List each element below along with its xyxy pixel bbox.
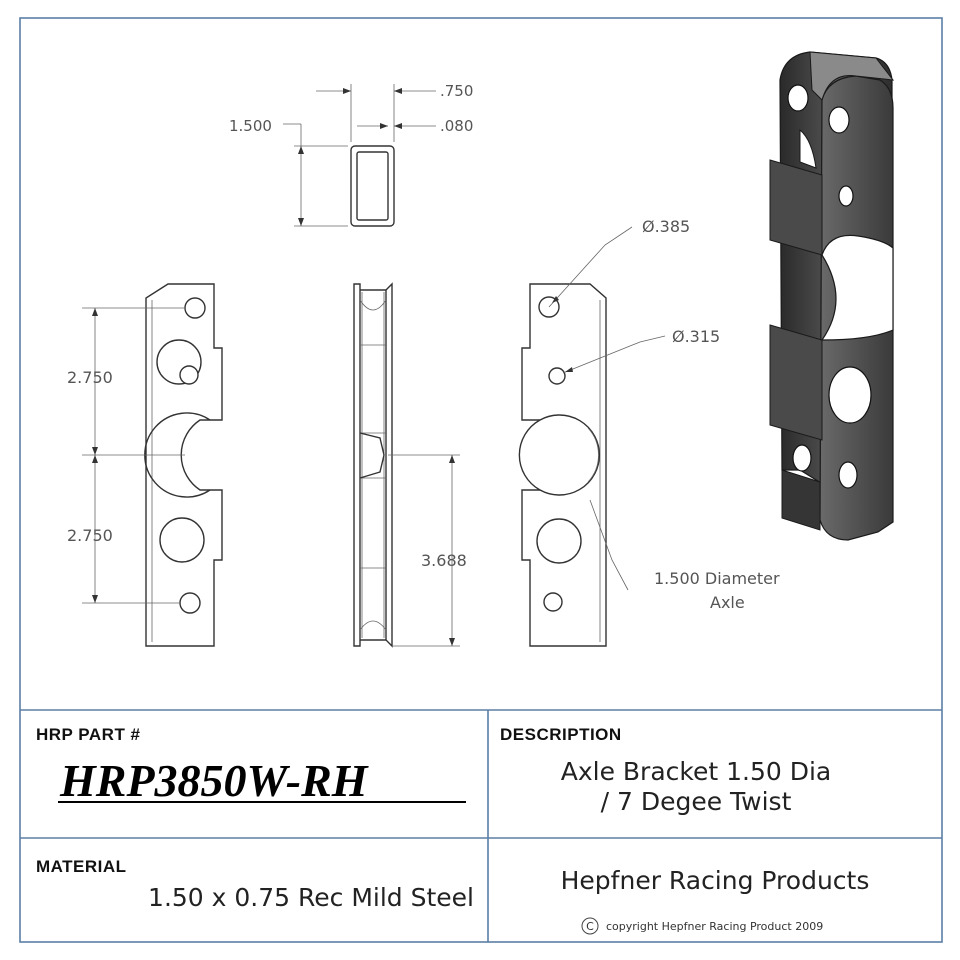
dim-axle-offset: 3.688 — [421, 551, 467, 570]
dim-hole-spacing-bottom: 2.750 — [67, 526, 113, 545]
axle-note-line1: 1.500 Diameter — [654, 569, 780, 588]
part-number-label: HRP PART # — [36, 725, 141, 744]
material-label: MATERIAL — [36, 857, 127, 876]
copyright-text: copyright Hepfner Racing Product 2009 — [606, 920, 823, 933]
description-label: DESCRIPTION — [500, 725, 622, 744]
company-name: Hepfner Racing Products — [561, 866, 870, 895]
copyright-symbol-circle — [581, 917, 599, 935]
material-value: 1.50 x 0.75 Rec Mild Steel — [148, 883, 474, 912]
dim-hole-small-dia: Ø.315 — [672, 327, 720, 346]
dim-hole-spacing-top: 2.750 — [67, 368, 113, 387]
axle-note-line2: Axle — [710, 593, 745, 612]
description-line1: Axle Bracket 1.50 Dia — [561, 757, 832, 786]
copyright-symbol: C — [586, 920, 594, 933]
right-side-view — [518, 226, 666, 647]
edge-view — [353, 282, 460, 648]
section-view — [283, 84, 436, 227]
isometric-part-render — [769, 51, 895, 541]
dim-tube-depth: .750 — [440, 82, 473, 100]
part-number: HRP3850W-RH — [59, 755, 369, 806]
dim-wall-thickness: .080 — [440, 117, 473, 135]
left-side-view — [82, 283, 223, 647]
dim-tube-width: 1.500 — [229, 117, 272, 135]
sheet-border — [19, 17, 943, 943]
description-line2: / 7 Degee Twist — [601, 787, 792, 816]
dim-hole-large-dia: Ø.385 — [642, 217, 690, 236]
